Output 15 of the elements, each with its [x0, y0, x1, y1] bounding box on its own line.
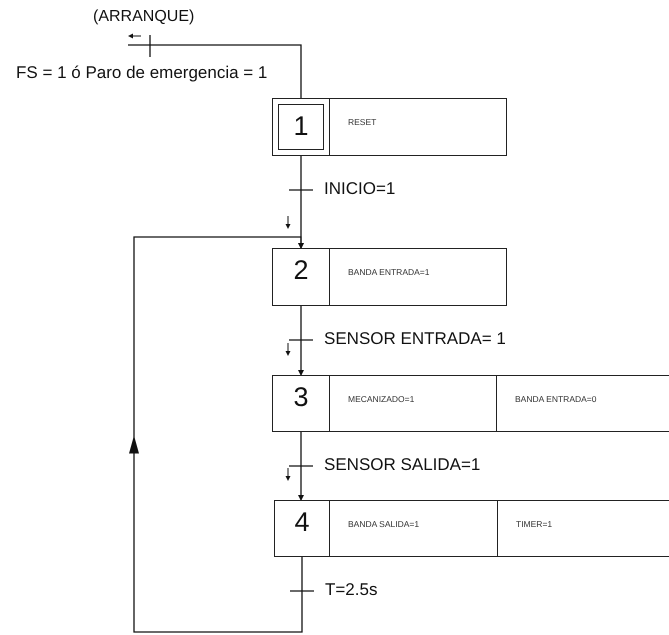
- initial-step-box: 1: [272, 98, 330, 156]
- action-box: RESET: [329, 98, 507, 156]
- action-box: BANDA SALIDA=1: [329, 500, 498, 557]
- connector-arrow: [129, 236, 304, 633]
- action-box: TIMER=1: [497, 500, 669, 557]
- transition-condition: FS = 1 ó Paro de emergencia = 1: [15, 63, 268, 83]
- connector-arrow: [298, 432, 304, 501]
- action-box: BANDA ENTRADA=1: [329, 248, 507, 306]
- start-label: (ARRANQUE): [93, 8, 194, 26]
- step-box: 3: [272, 375, 330, 432]
- step-box: 4: [274, 500, 330, 557]
- action-box: BANDA ENTRADA=0: [496, 375, 669, 432]
- step-box: 2: [272, 248, 330, 306]
- connector-arrow: [298, 306, 304, 376]
- action-box: MECANIZADO=1: [329, 375, 497, 432]
